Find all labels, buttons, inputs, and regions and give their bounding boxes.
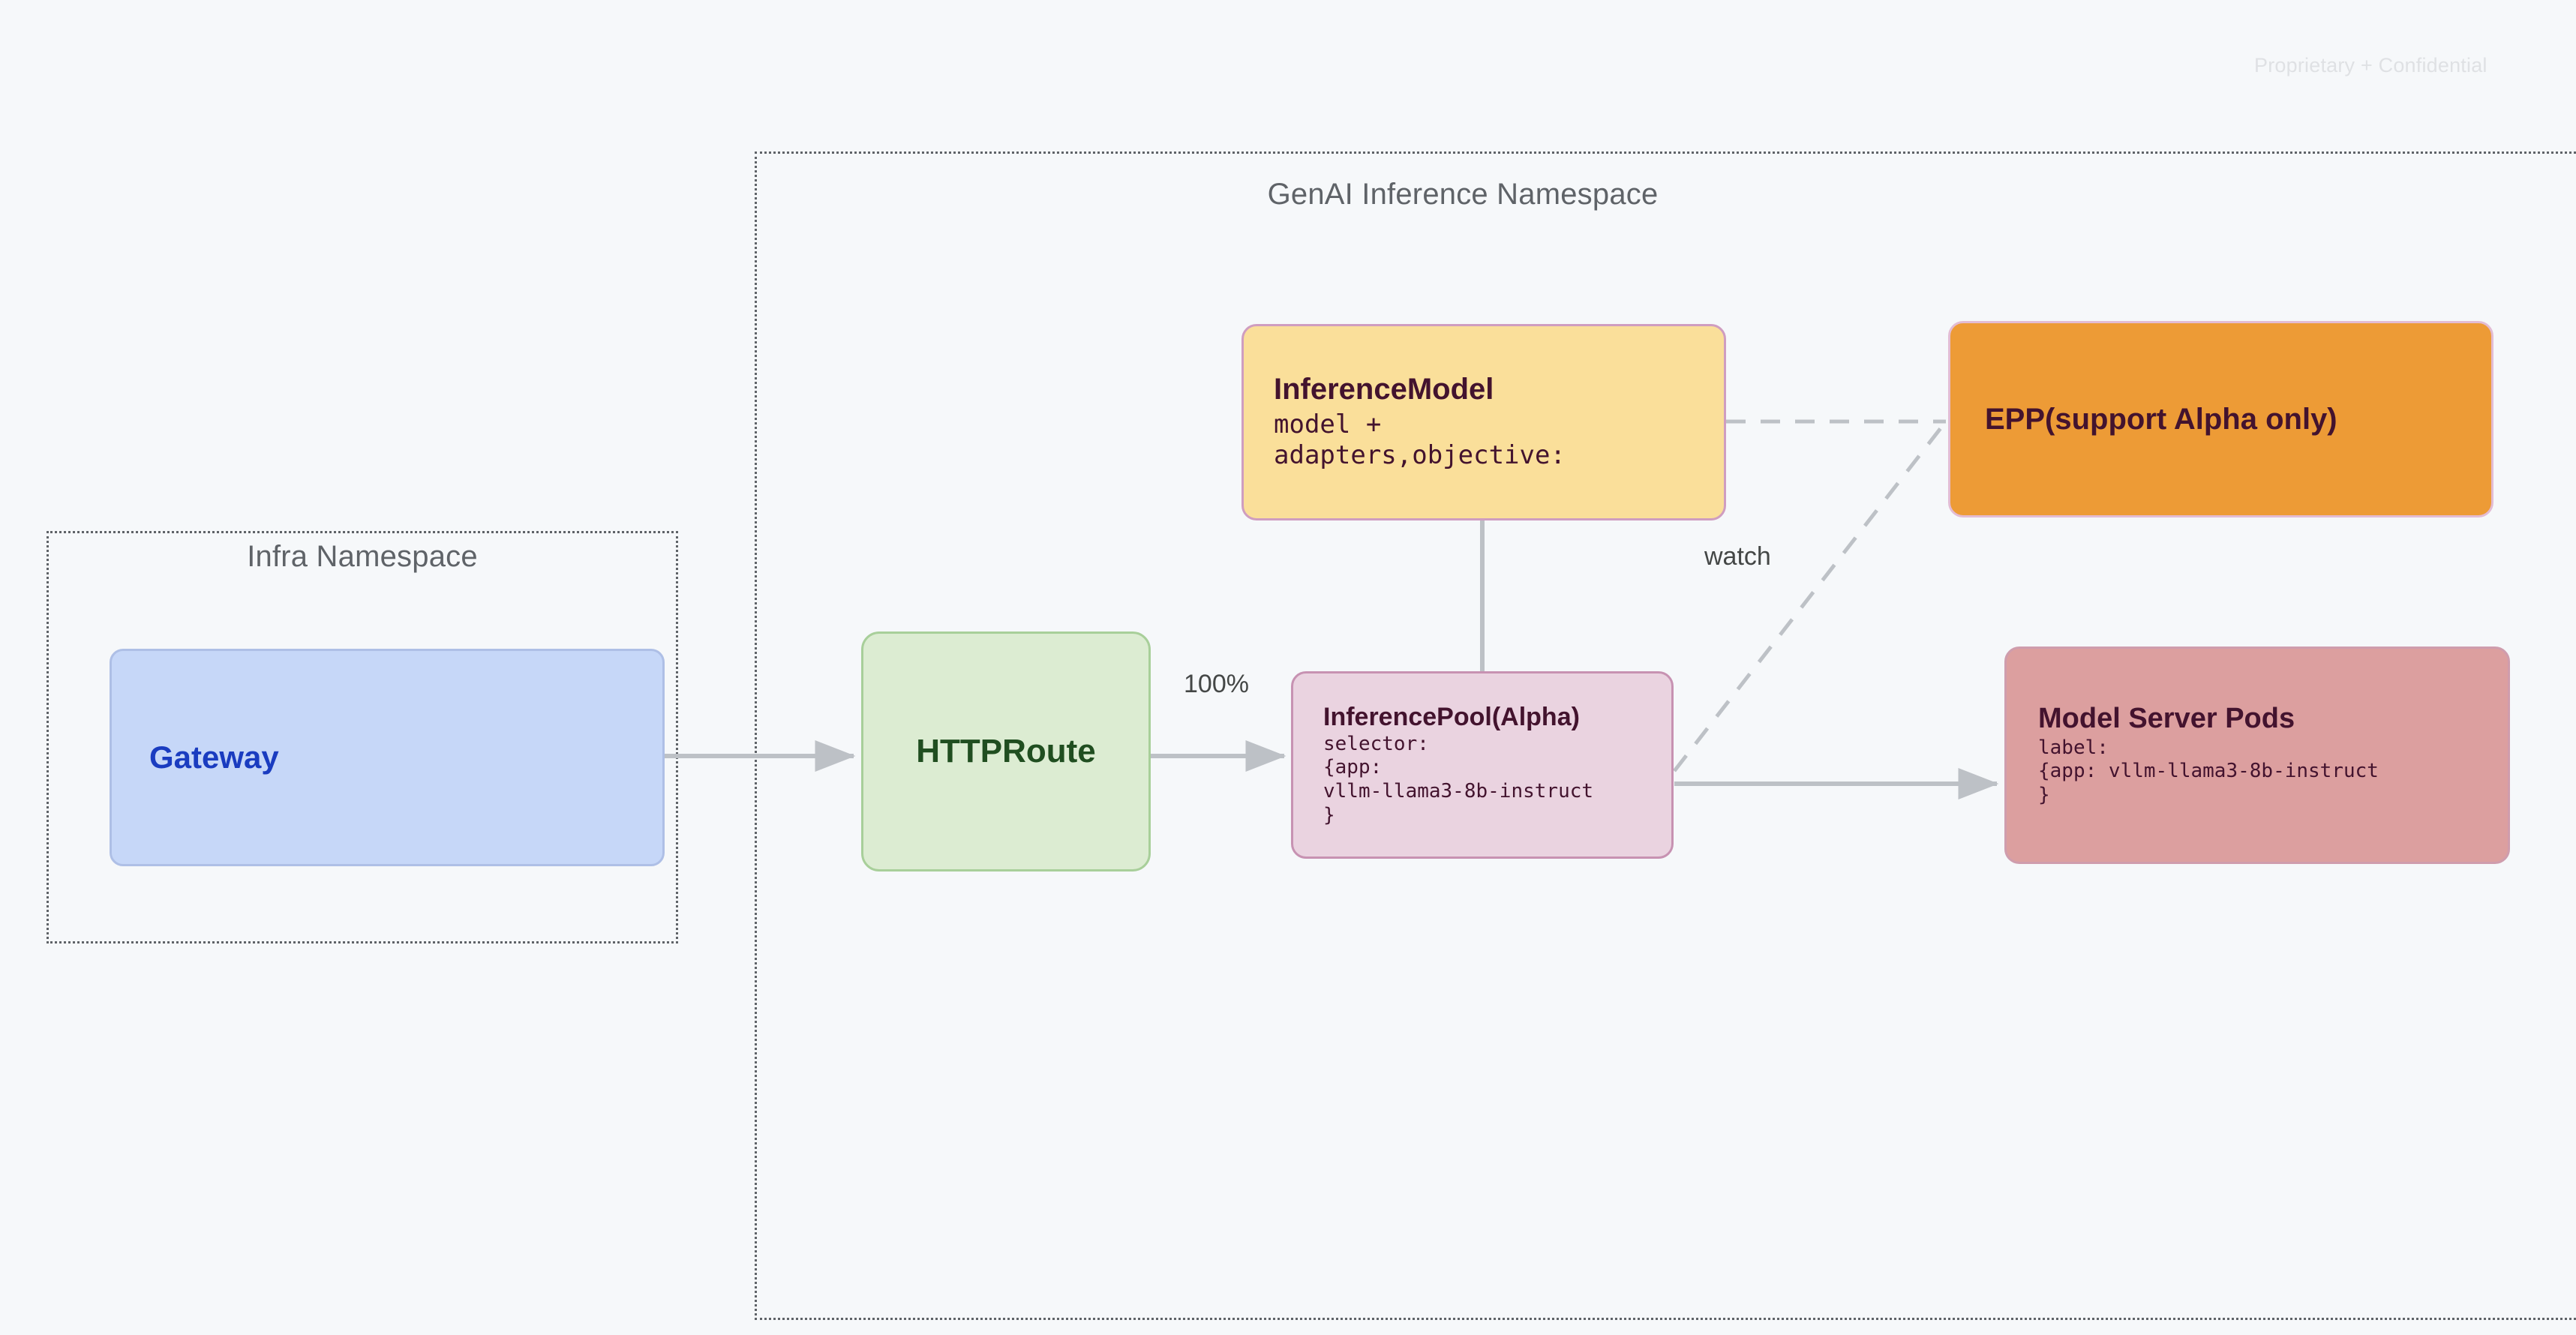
httproute-title: HTTPRoute xyxy=(916,733,1096,770)
gateway-title: Gateway xyxy=(149,740,279,776)
inference-pool-card[interactable]: InferencePool(Alpha) selector: {app: vll… xyxy=(1291,671,1674,859)
genai-inference-namespace-border xyxy=(755,152,2576,1320)
edge-label-watch: watch xyxy=(1704,542,1771,572)
inference-pool-title: InferencePool(Alpha) xyxy=(1323,702,1580,731)
proprietary-confidential-watermark: Proprietary + Confidential xyxy=(2254,54,2487,76)
edge-label-traffic-weight: 100% xyxy=(1184,670,1249,699)
httproute-card[interactable]: HTTPRoute xyxy=(861,632,1151,872)
inference-model-body: model + adapters,objective: xyxy=(1274,409,1566,471)
epp-card[interactable]: EPP(support Alpha only) xyxy=(1948,321,2493,518)
inference-model-title: InferenceModel xyxy=(1274,373,1494,406)
infra-namespace-border xyxy=(47,531,678,944)
inference-model-card[interactable]: InferenceModel model + adapters,objectiv… xyxy=(1241,324,1726,520)
genai-inference-namespace-title: GenAI Inference Namespace xyxy=(1267,178,1659,211)
model-server-pods-title: Model Server Pods xyxy=(2038,703,2295,735)
traffic-weight-text: 100% xyxy=(1184,670,1249,698)
epp-title: EPP(support Alpha only) xyxy=(1985,402,2337,436)
model-server-pods-card[interactable]: Model Server Pods label: {app: vllm-llam… xyxy=(2004,646,2510,864)
model-server-pods-body: label: {app: vllm-llama3-8b-instruct } xyxy=(2038,736,2379,807)
infra-namespace-title: Infra Namespace xyxy=(247,540,478,573)
gateway-card[interactable]: Gateway xyxy=(110,649,665,866)
watch-text: watch xyxy=(1704,542,1771,571)
inference-pool-body: selector: {app: vllm-llama3-8b-instruct … xyxy=(1323,732,1594,826)
